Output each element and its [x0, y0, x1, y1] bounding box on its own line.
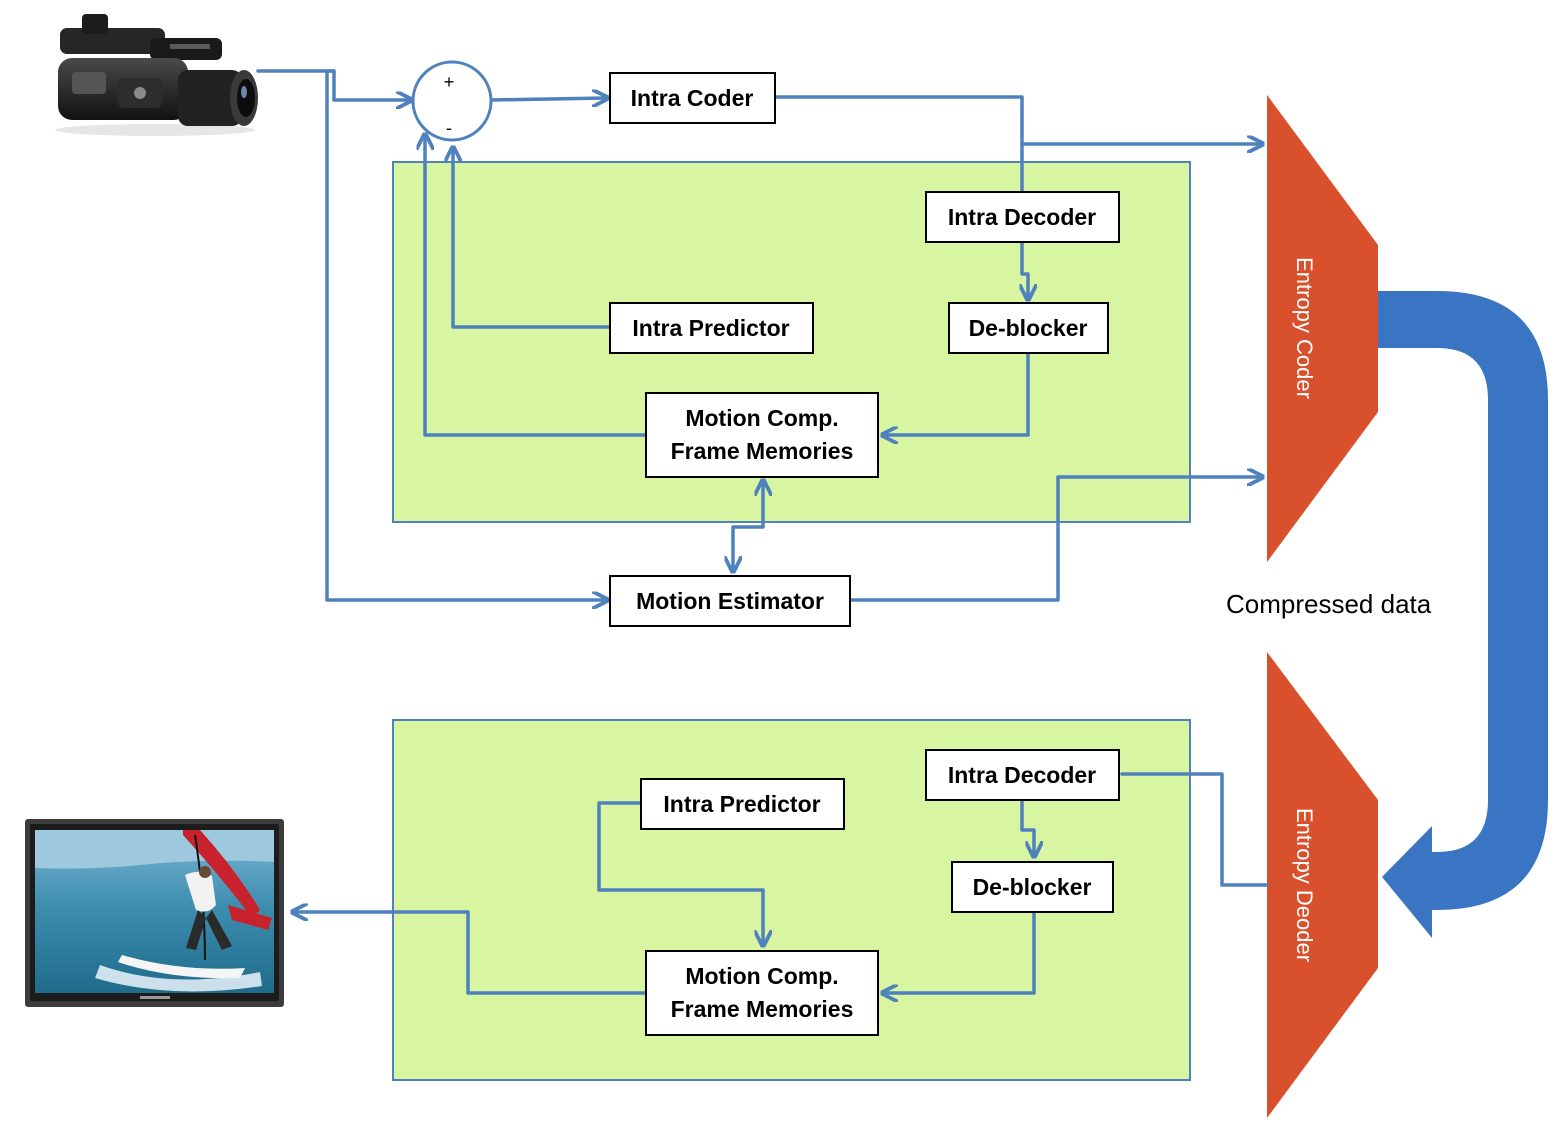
dec-intra-predictor-to-motion-comp-connector	[597, 801, 763, 944]
video-camera-icon	[55, 14, 258, 136]
intra-predictor-to-sum-connector	[453, 149, 611, 329]
compressed-data-arrow	[1378, 291, 1548, 938]
intra-predictor-label: Intra Predictor	[632, 315, 789, 341]
dec-motion-comp-label-line1: Motion Comp.	[685, 963, 838, 989]
dec-deblocker-to-motion-comp-connector	[884, 910, 1036, 993]
display-monitor-icon	[25, 819, 284, 1007]
sum-to-intra-coder-connector	[489, 98, 606, 100]
motion-comp-to-sum-connector	[425, 136, 648, 437]
intra-coder-to-entropy-connector	[775, 95, 1261, 144]
intra-coder-block: Intra Coder	[609, 72, 776, 124]
intra-coder-label: Intra Coder	[631, 85, 754, 111]
intra-predictor-block: Intra Predictor	[609, 302, 814, 354]
entropy-coder-label: Entropy Coder	[1292, 257, 1317, 399]
intra-decoder-to-deblocker-connector	[1022, 241, 1028, 298]
entropy-decoder-label: Entropy Deoder	[1292, 808, 1317, 962]
sum-minus-sign: -	[446, 118, 452, 138]
motion-estimator-label: Motion Estimator	[636, 588, 824, 614]
dec-intra-decoder-to-deblocker-connector	[1020, 798, 1034, 855]
dec-motion-comp-label-line2: Frame Memories	[671, 996, 854, 1022]
motion-comp-label-line1: Motion Comp.	[685, 405, 838, 431]
entropy-decoder-to-intra-decoder-connector	[1120, 772, 1269, 887]
dec-intra-predictor-block: Intra Predictor	[640, 778, 845, 830]
dec-deblocker-block: De-blocker	[951, 861, 1114, 913]
intra-decoder-block: Intra Decoder	[925, 191, 1120, 243]
sum-plus-sign: +	[444, 72, 455, 92]
dec-intra-decoder-label: Intra Decoder	[948, 762, 1096, 788]
dec-intra-predictor-label: Intra Predictor	[663, 791, 820, 817]
deblocker-label: De-blocker	[969, 315, 1088, 341]
camera-to-estimator-connector	[325, 69, 606, 600]
motion-estimator-block: Motion Estimator	[609, 575, 851, 627]
camera-to-sum-connector	[256, 69, 410, 100]
dec-intra-decoder-block: Intra Decoder	[925, 749, 1120, 801]
motion-comp-block: Motion Comp. Frame Memories	[645, 392, 879, 478]
motion-comp-label-line2: Frame Memories	[671, 438, 854, 464]
dec-deblocker-label: De-blocker	[973, 874, 1092, 900]
entropy-decoder-block	[1267, 652, 1378, 1118]
motion-comp-to-display-connector	[294, 912, 648, 995]
motion-comp-estimator-link	[733, 482, 763, 570]
entropy-coder-block	[1267, 95, 1378, 562]
summing-junction: + -	[411, 60, 493, 142]
dec-motion-comp-block: Motion Comp. Frame Memories	[645, 950, 879, 1036]
intra-decoder-label: Intra Decoder	[948, 204, 1096, 230]
estimator-to-entropy-connector	[850, 477, 1261, 602]
compressed-data-label: Compressed data	[1226, 589, 1432, 619]
deblocker-to-motion-comp-connector	[884, 352, 1030, 435]
deblocker-block: De-blocker	[948, 302, 1109, 354]
